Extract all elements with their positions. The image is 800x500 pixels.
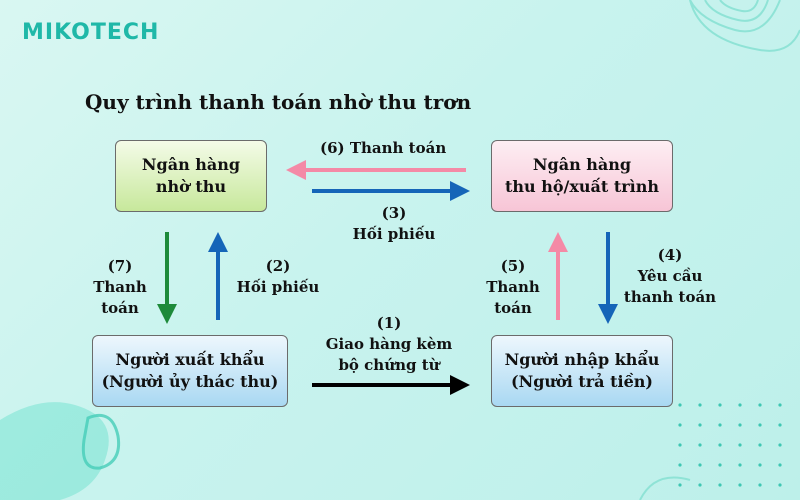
label-step3: (3) Hối phiếu bbox=[352, 204, 436, 243]
remitting-bank-line2: thu hộ/xuất trình bbox=[504, 177, 660, 196]
collecting-bank-line1: Ngân hàng bbox=[141, 155, 241, 175]
label-step6: (6) Thanh toán bbox=[320, 139, 447, 157]
collecting-bank-box: Ngân hàng nhờ thu bbox=[115, 140, 267, 212]
importer-box: Người nhập khẩu (Người trả tiền) bbox=[491, 335, 673, 407]
brand-logo: MIKOTECH bbox=[22, 20, 160, 45]
collecting-bank-line2: nhờ thu bbox=[155, 177, 227, 196]
exporter-line1: Người xuất khẩu bbox=[115, 350, 265, 370]
importer-line1: Người nhập khẩu bbox=[504, 350, 660, 370]
exporter-line2: (Người ủy thác thu) bbox=[101, 372, 279, 391]
exporter-box: Người xuất khẩu (Người ủy thác thu) bbox=[92, 335, 288, 407]
label-step4: (4) Yêu cầu thanh toán bbox=[623, 246, 717, 306]
importer-line2: (Người trả tiền) bbox=[511, 372, 653, 391]
remitting-bank-box: Ngân hàng thu hộ/xuất trình bbox=[491, 140, 673, 212]
remitting-bank-line1: Ngân hàng bbox=[532, 155, 632, 175]
label-step7: (7) Thanh toán bbox=[93, 257, 147, 317]
label-step5: (5) Thanh toán bbox=[486, 257, 540, 317]
label-step2: (2) Hối phiếu bbox=[236, 257, 320, 296]
diagram-title: Quy trình thanh toán nhờ thu trơn bbox=[85, 90, 472, 114]
label-step1: (1) Giao hàng kèm bộ chứng từ bbox=[325, 314, 453, 374]
